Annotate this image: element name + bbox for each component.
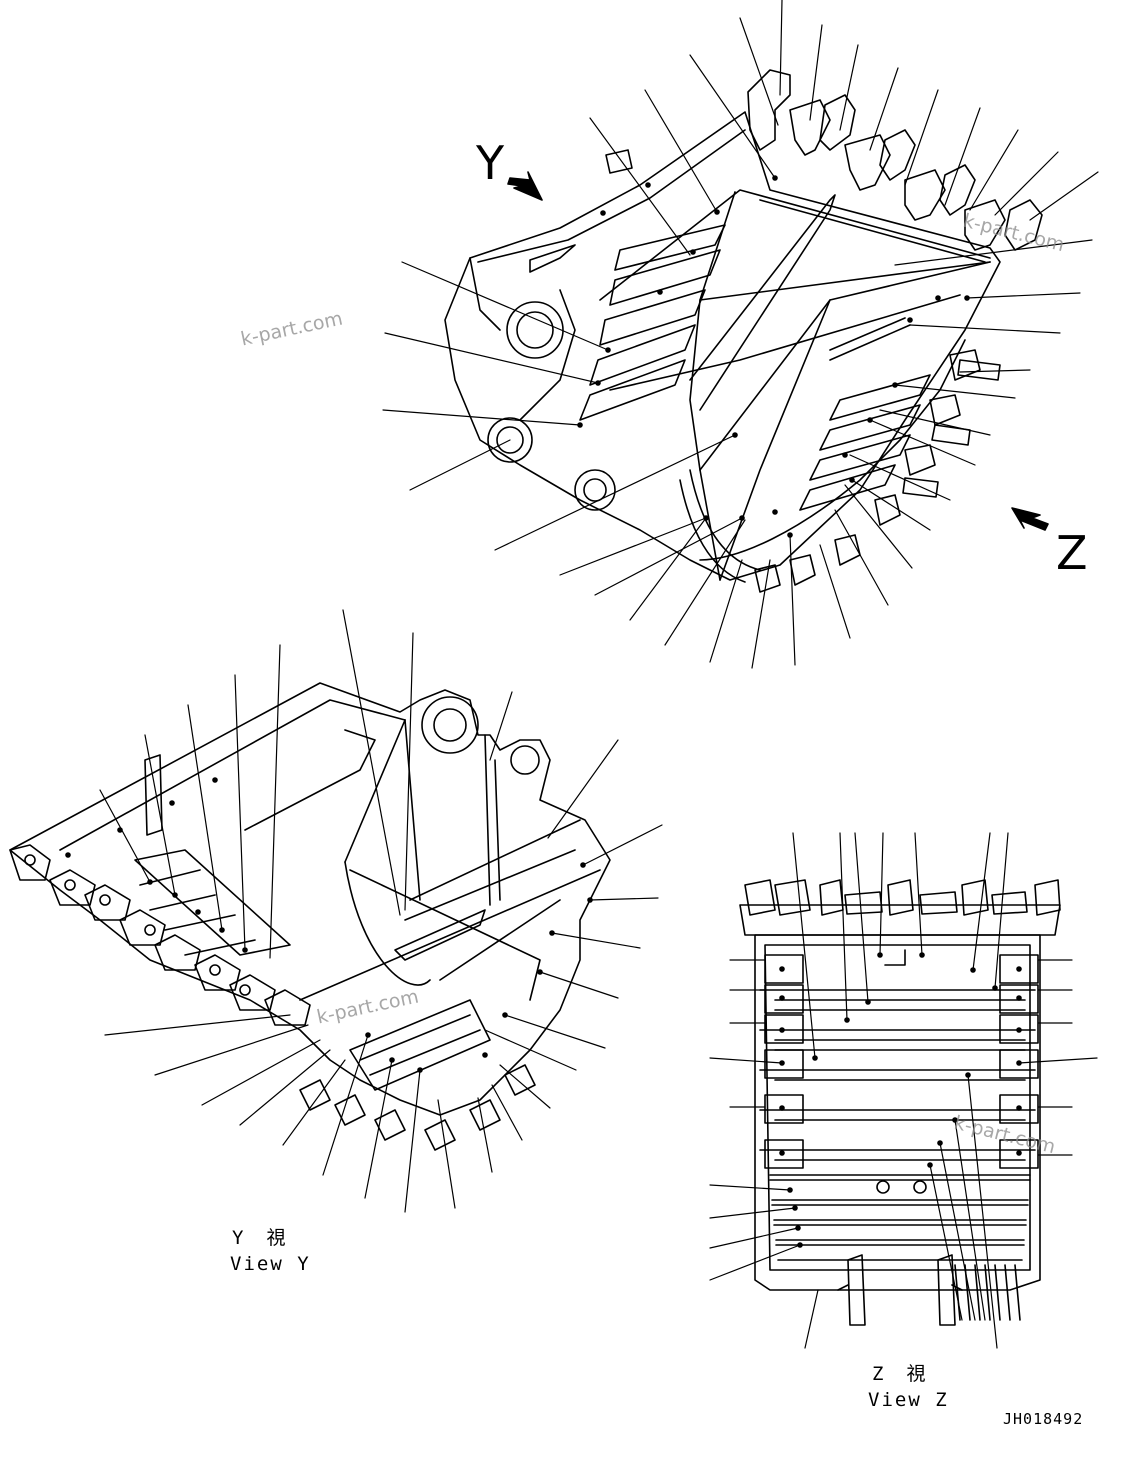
drawing-code: JH018492	[1003, 1410, 1084, 1428]
view-z-caption-en: View Z	[868, 1389, 949, 1411]
leader-lines-main	[382, 0, 1099, 669]
leader-lines-view-z	[709, 832, 1098, 1349]
arrow-label-y: Y	[476, 136, 505, 190]
bucket-view-y	[9, 682, 611, 1151]
direction-arrows	[507, 171, 1049, 531]
bucket-main-view	[444, 69, 1043, 593]
view-y-caption-en: View Y	[230, 1253, 311, 1275]
leader-lines-view-y	[99, 609, 663, 1213]
view-z-caption-jp: Z 視	[872, 1363, 928, 1385]
arrow-label-z: Z	[1056, 526, 1088, 580]
view-y-caption-jp: Y 視	[232, 1227, 288, 1249]
bucket-view-z	[739, 879, 1061, 1326]
